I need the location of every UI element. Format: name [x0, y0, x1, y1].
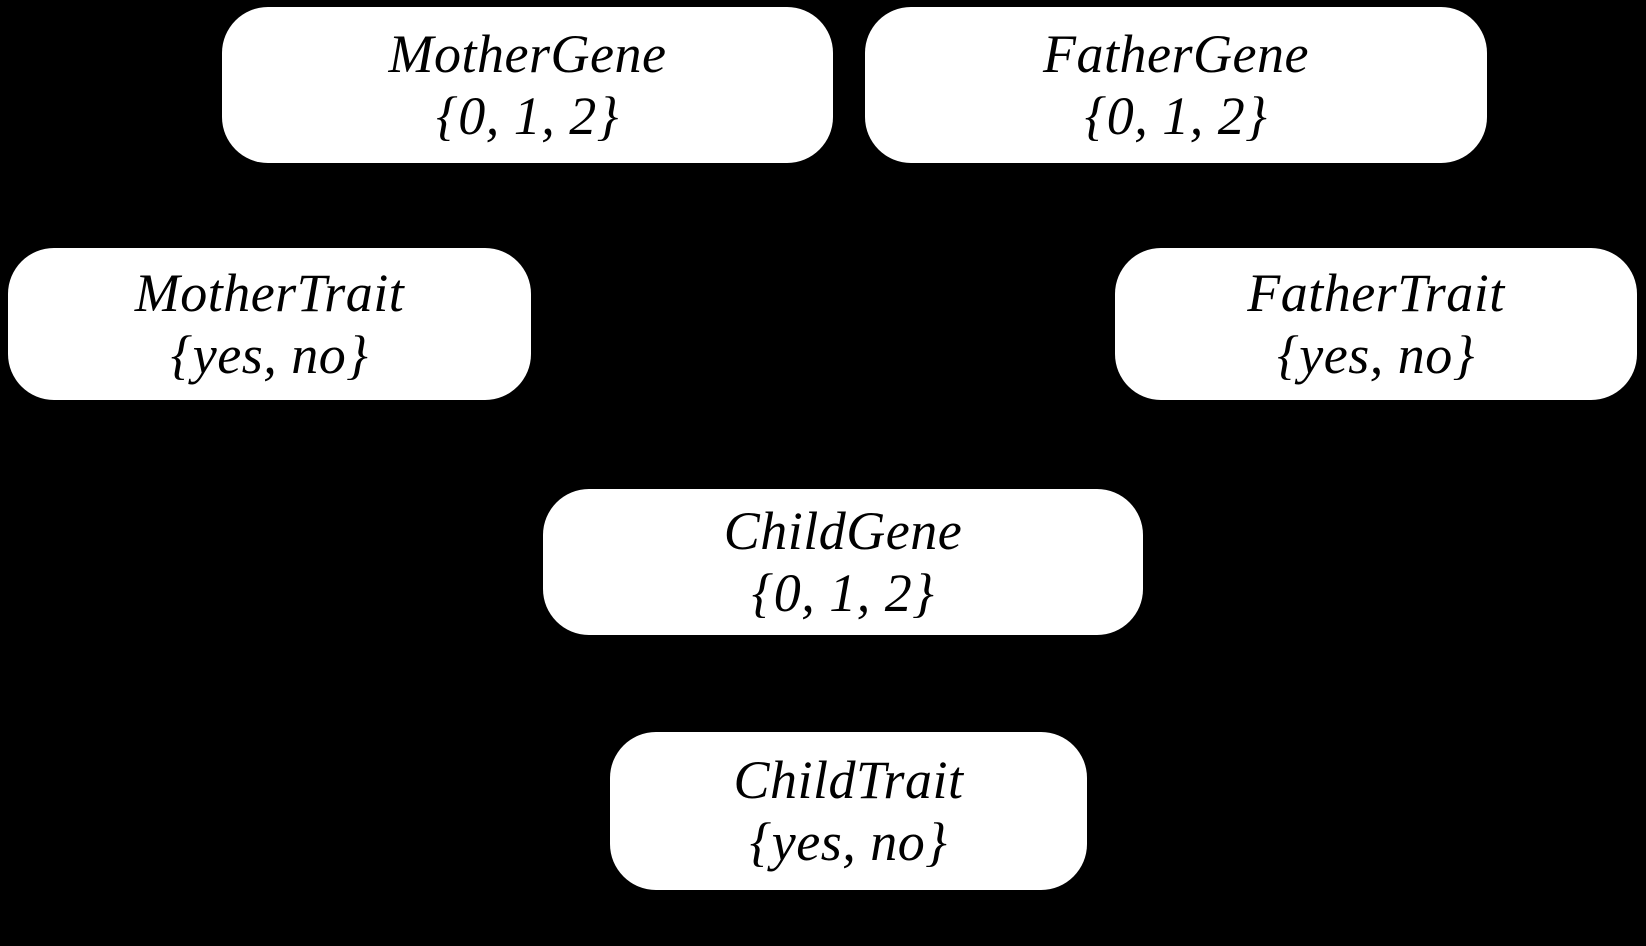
node-mother-trait-domain: {yes, no}: [170, 325, 369, 385]
node-child-gene[interactable]: ChildGene {0, 1, 2}: [543, 489, 1143, 635]
node-mother-gene[interactable]: MotherGene {0, 1, 2}: [222, 7, 833, 163]
node-child-trait-label: ChildTrait: [733, 749, 964, 810]
node-father-gene[interactable]: FatherGene {0, 1, 2}: [865, 7, 1487, 163]
node-child-trait-domain: {yes, no}: [749, 812, 948, 872]
node-mother-gene-domain: {0, 1, 2}: [436, 86, 619, 146]
node-child-trait[interactable]: ChildTrait {yes, no}: [610, 732, 1087, 890]
node-mother-trait[interactable]: MotherTrait {yes, no}: [8, 248, 531, 400]
node-father-trait[interactable]: FatherTrait {yes, no}: [1115, 248, 1637, 400]
node-mother-trait-label: MotherTrait: [134, 262, 405, 323]
edge-mother-gene-to-mother-trait: [268, 162, 332, 249]
node-child-gene-domain: {0, 1, 2}: [751, 563, 935, 623]
edge-mother-gene-to-child-gene: [598, 162, 722, 490]
node-child-gene-label: ChildGene: [723, 500, 963, 561]
edge-child-gene-to-child-trait: [841, 634, 850, 733]
edge-father-gene-to-father-trait: [1328, 162, 1378, 249]
node-father-gene-label: FatherGene: [1043, 23, 1309, 84]
node-father-trait-label: FatherTrait: [1247, 262, 1505, 323]
node-mother-gene-label: MotherGene: [388, 23, 667, 84]
node-father-gene-domain: {0, 1, 2}: [1084, 86, 1268, 146]
node-father-trait-domain: {yes, no}: [1277, 325, 1475, 385]
edge-father-gene-to-child-gene: [978, 162, 1112, 490]
